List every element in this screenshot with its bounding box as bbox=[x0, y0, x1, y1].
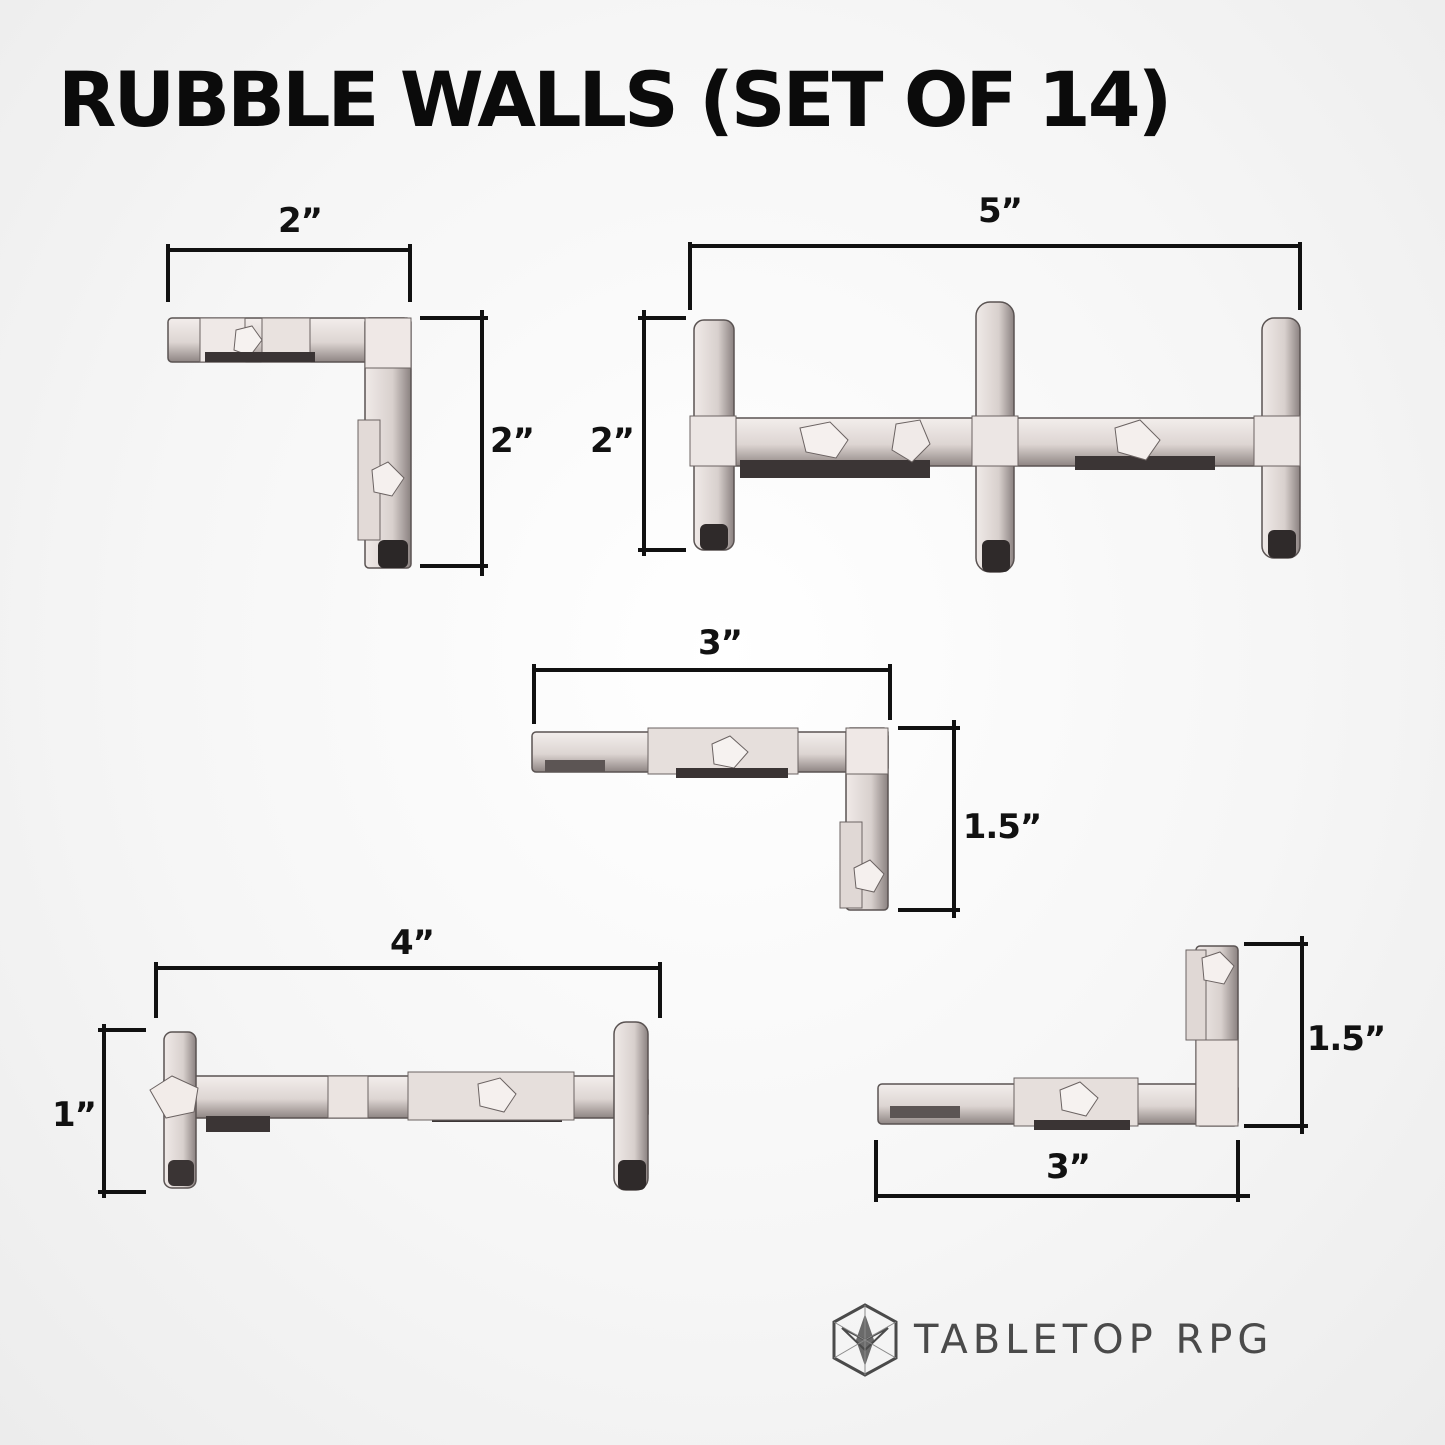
hexagon-star-logo-icon bbox=[832, 1303, 898, 1377]
dim-width-label: 3” bbox=[698, 623, 742, 663]
dim-height-label: 2” bbox=[490, 421, 534, 461]
page-title: RUBBLE WALLS (SET OF 14) bbox=[58, 55, 1172, 144]
dim-width-label: 3” bbox=[1046, 1147, 1090, 1187]
dim-height-label: 1.5” bbox=[1307, 1019, 1386, 1059]
wall-piece-double-4x1: 4” 1” bbox=[52, 923, 662, 1198]
dim-width-label: 2” bbox=[278, 201, 322, 241]
dim-width-label: 5” bbox=[978, 191, 1022, 231]
dim-height-label: 1” bbox=[52, 1095, 96, 1135]
dim-height-label: 2” bbox=[590, 421, 634, 461]
brand-name: TABLETOP RPG bbox=[914, 1317, 1274, 1363]
dim-height-label: 1.5” bbox=[963, 807, 1042, 847]
wall-piece-corner-2x2: 2” 2” bbox=[166, 201, 535, 576]
wall-piece-triple-5x2: 5” 2” bbox=[590, 191, 1302, 573]
brand-logo: TABLETOP RPG bbox=[830, 1300, 1273, 1380]
wall-piece-corner-3x1-5-b: 3” 1.5” bbox=[874, 936, 1386, 1202]
dim-width-label: 4” bbox=[390, 923, 434, 963]
wall-piece-corner-3x1-5: 3” 1.5” bbox=[531, 623, 1042, 918]
